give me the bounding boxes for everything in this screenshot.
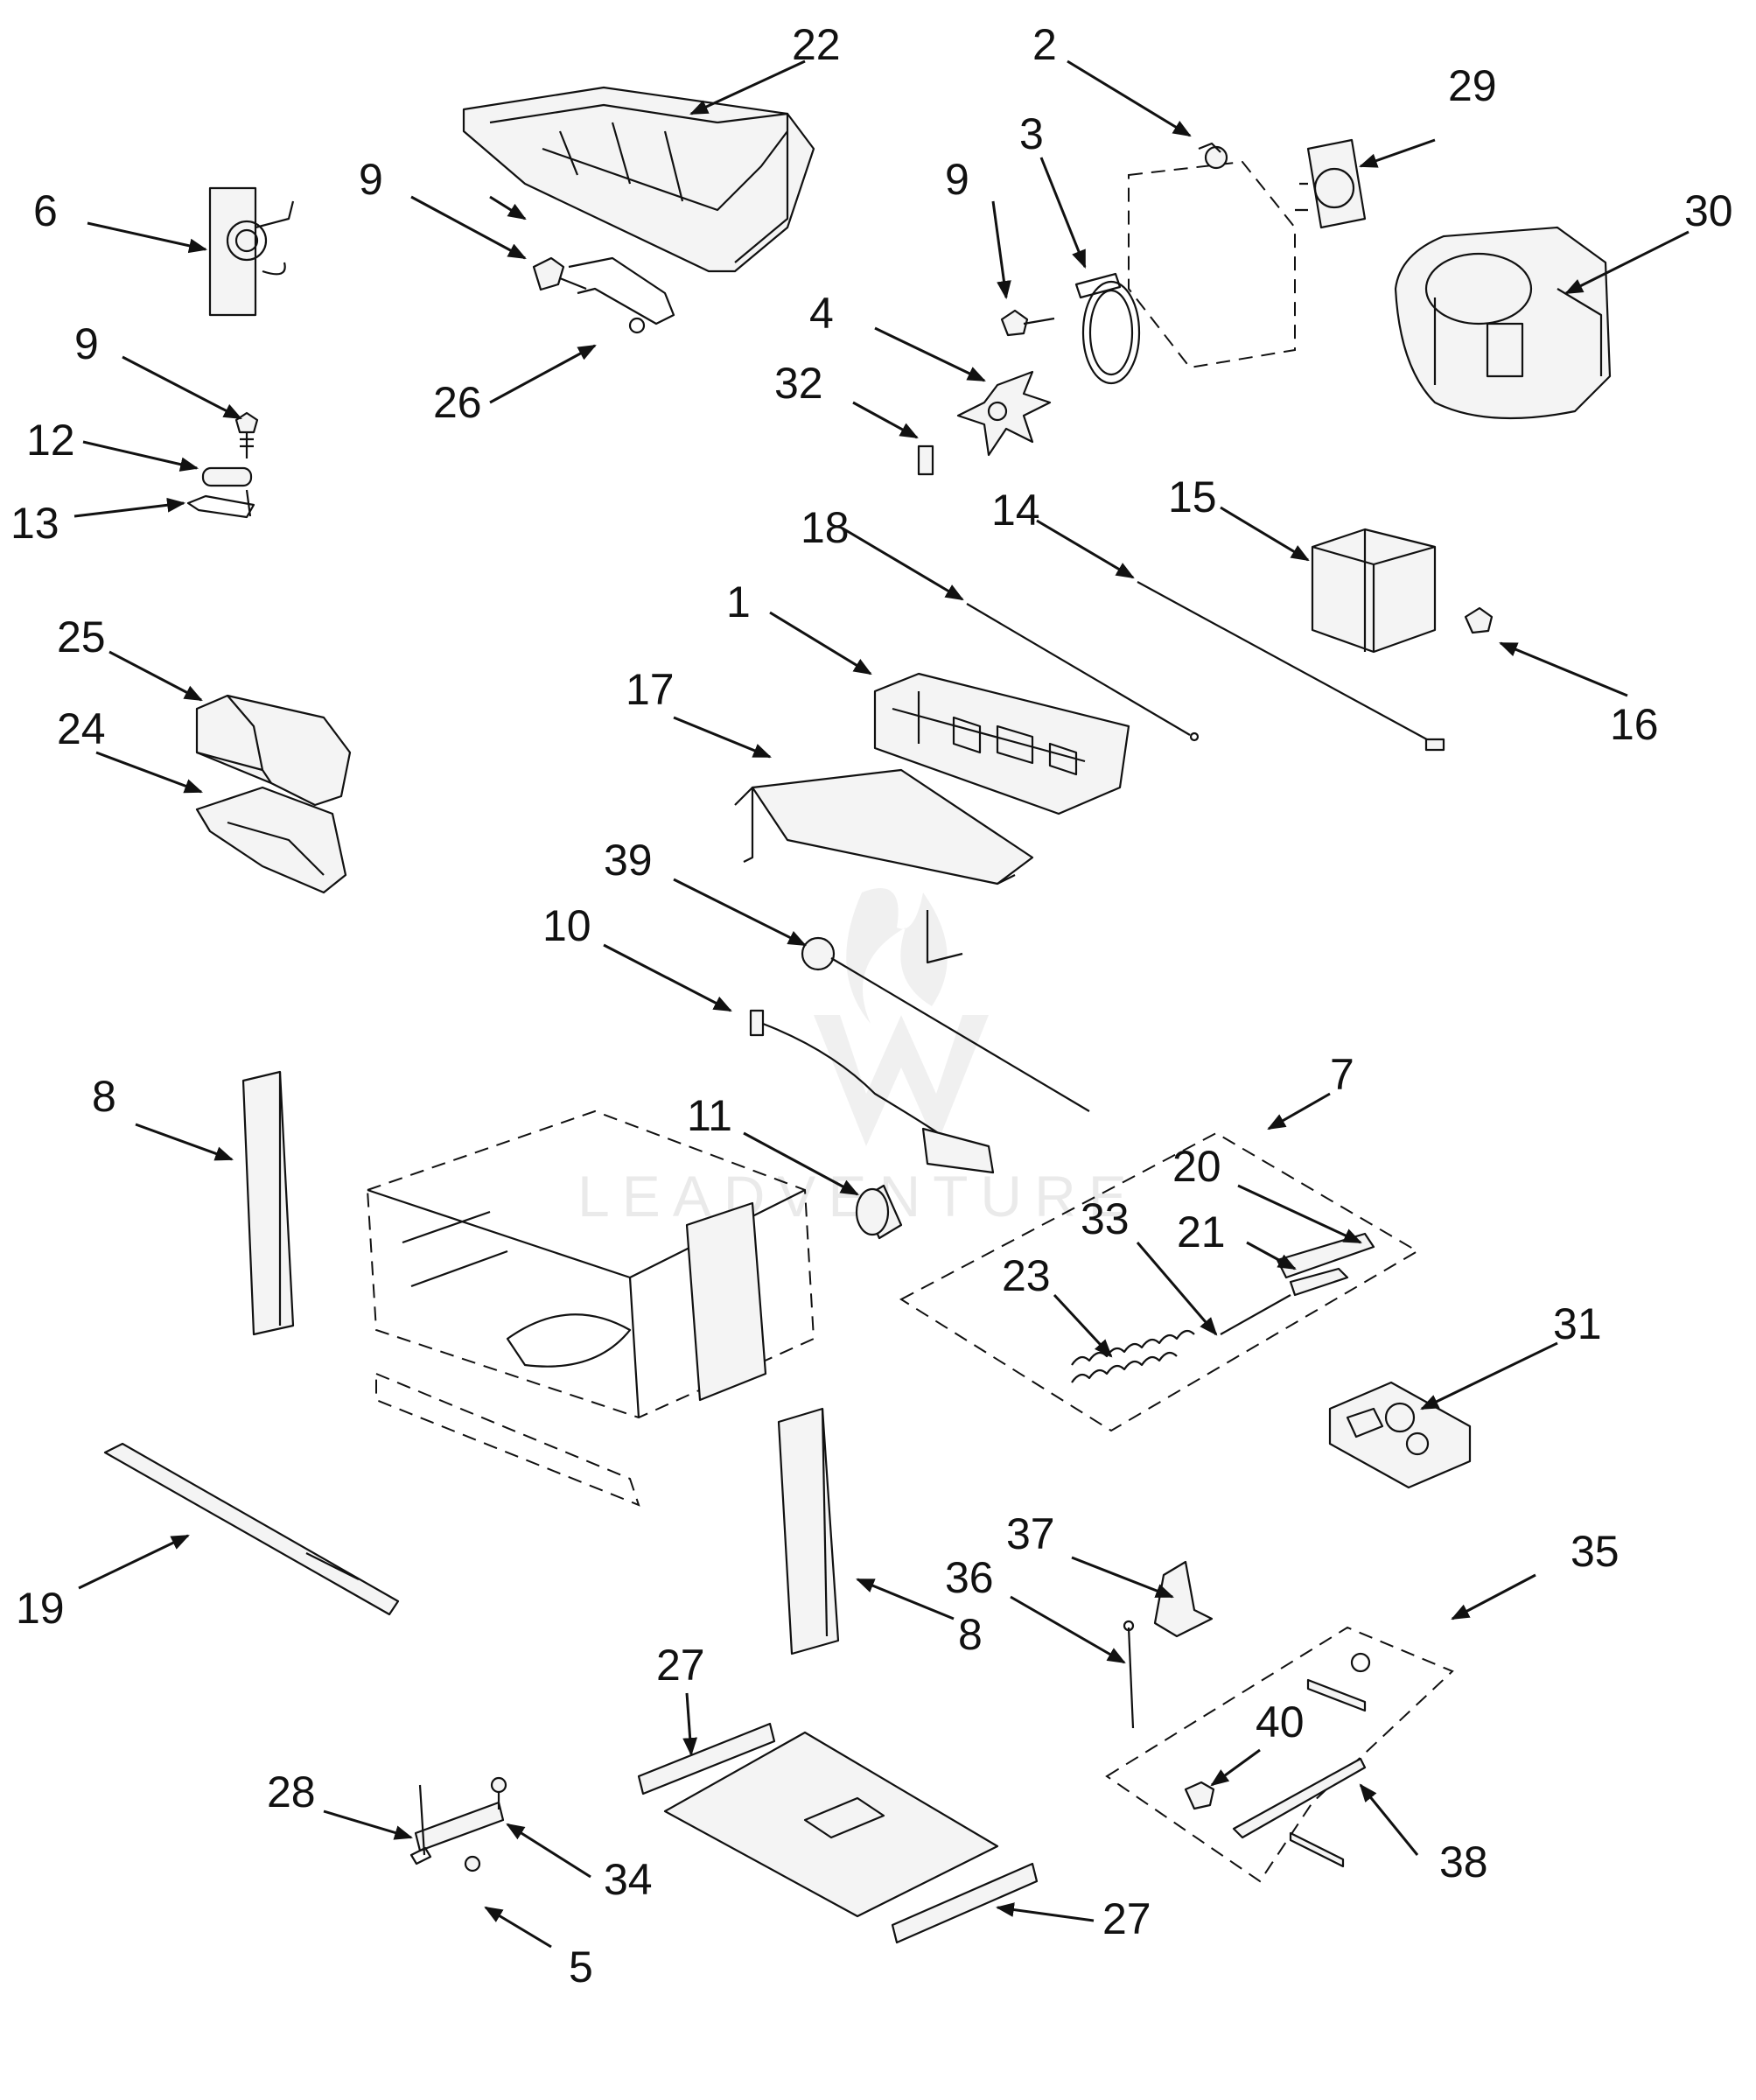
callout-12: 12	[26, 416, 75, 465]
callout-35: 35	[1571, 1527, 1620, 1576]
callout-34: 34	[604, 1855, 653, 1904]
part-side-panel-right	[777, 1407, 840, 1656]
callout-28: 28	[267, 1768, 316, 1816]
part-bottom-tray	[637, 1722, 1039, 1944]
callout-21: 21	[1177, 1208, 1226, 1256]
part-fan-blade	[956, 370, 1052, 457]
callout-22: 22	[792, 20, 841, 69]
part-relay	[1311, 528, 1494, 654]
callout-27-top: 27	[656, 1641, 705, 1690]
part-power-board	[1328, 1381, 1472, 1489]
callout-38: 38	[1439, 1838, 1488, 1886]
watermark-text: LEADVENTURE	[577, 1164, 1139, 1228]
part-latch-bracket	[1153, 1560, 1214, 1638]
callout-8-right: 8	[958, 1610, 983, 1659]
callout-8-left: 8	[92, 1072, 116, 1121]
part-bottom-rail	[103, 1442, 400, 1616]
part-bracket-plate	[734, 768, 1034, 964]
leader-arrows	[73, 60, 1690, 1949]
part-pin	[1123, 1620, 1135, 1729]
part-wires	[966, 581, 1445, 752]
callout-29: 29	[1448, 61, 1497, 110]
part-motor-switch	[1295, 138, 1367, 229]
part-harness	[749, 936, 1090, 1174]
part-fuse-holder	[186, 411, 259, 519]
part-mount-plate	[1000, 142, 1296, 385]
part-cylinder	[855, 1184, 903, 1240]
callout-17: 17	[626, 665, 675, 714]
part-hinge-group	[1105, 1626, 1454, 1883]
callout-33: 33	[1081, 1194, 1130, 1243]
callout-1: 1	[726, 578, 751, 626]
callout-13: 13	[10, 499, 59, 548]
callout-2: 2	[1032, 20, 1057, 69]
part-side-panel-left	[241, 1070, 295, 1336]
part-fan-housing	[195, 694, 352, 894]
callout-14: 14	[991, 486, 1040, 535]
callout-26: 26	[433, 378, 482, 427]
callout-4: 4	[809, 289, 834, 338]
part-clip	[917, 444, 934, 476]
callout-9-left: 9	[74, 319, 99, 368]
callout-20: 20	[1172, 1142, 1221, 1191]
callout-9-top: 9	[359, 155, 383, 204]
part-bracket-assembly	[208, 186, 295, 317]
callout-30: 30	[1684, 186, 1733, 235]
callout-labels: 22 2 29 3 9 9 30 6 26 4 9 32 12 13 18 14…	[10, 20, 1733, 1992]
callout-9-mid: 9	[945, 155, 969, 204]
callout-36: 36	[945, 1553, 994, 1602]
part-blower	[1394, 226, 1612, 420]
watermark: LEADVENTURE	[577, 888, 1139, 1228]
callout-25: 25	[57, 612, 106, 662]
callout-23: 23	[1002, 1251, 1051, 1300]
callout-15: 15	[1168, 472, 1217, 522]
part-oven-cavity	[366, 1110, 815, 1507]
callout-40: 40	[1256, 1698, 1305, 1746]
callout-7: 7	[1330, 1050, 1354, 1099]
part-hinge	[409, 1776, 507, 1872]
part-element-group	[899, 1131, 1419, 1432]
callout-3: 3	[1019, 109, 1044, 158]
callout-24: 24	[57, 704, 106, 753]
callout-32: 32	[774, 359, 823, 408]
part-screw-26-bracket	[532, 256, 675, 334]
callout-11: 11	[687, 1091, 732, 1140]
callout-10: 10	[542, 901, 591, 950]
callout-39: 39	[604, 836, 653, 885]
callout-6: 6	[33, 186, 58, 235]
callout-31: 31	[1553, 1299, 1602, 1348]
callout-19: 19	[16, 1584, 65, 1633]
callout-37: 37	[1006, 1509, 1055, 1558]
callout-18: 18	[801, 503, 850, 552]
callout-27-bottom: 27	[1102, 1894, 1151, 1943]
part-control-board	[873, 672, 1130, 816]
callout-16: 16	[1610, 700, 1659, 749]
callout-5: 5	[569, 1942, 593, 1992]
part-control-housing	[462, 86, 815, 273]
